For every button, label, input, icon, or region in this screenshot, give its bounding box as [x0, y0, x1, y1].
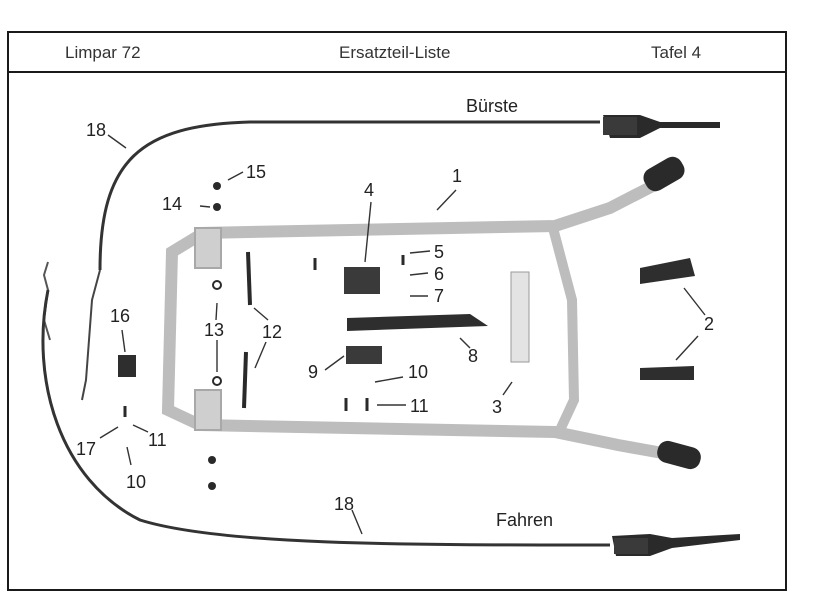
callout-12: 12 [262, 322, 282, 342]
grip-bottom [657, 440, 701, 470]
handle-frame [161, 172, 674, 460]
callout-2: 2 [704, 314, 714, 334]
hardware-parts [118, 182, 530, 490]
callout-labels: 1 2 3 4 5 6 7 8 9 10 10 11 11 12 13 14 1… [76, 120, 714, 514]
callout-17: 17 [76, 439, 96, 459]
callout-8: 8 [468, 346, 478, 366]
spare-grips [640, 258, 695, 380]
drive-cable-caption: Fahren [496, 510, 553, 530]
callout-3: 3 [492, 397, 502, 417]
callout-18-top: 18 [86, 120, 106, 140]
drive-cable [41, 289, 740, 556]
callout-7: 7 [434, 286, 444, 306]
model-name: Limpar 72 [65, 43, 141, 62]
callout-10-center: 10 [408, 362, 428, 382]
callout-4: 4 [364, 180, 374, 200]
callout-11-center: 11 [410, 396, 429, 416]
callout-14: 14 [162, 194, 182, 214]
brush-cable-caption: Bürste [466, 96, 518, 116]
callout-18-bottom: 18 [334, 494, 354, 514]
callout-5: 5 [434, 242, 444, 262]
callout-13: 13 [204, 320, 224, 340]
callout-6: 6 [434, 264, 444, 284]
leader-lines [99, 134, 706, 535]
callout-1: 1 [452, 166, 462, 186]
sheet-header: Limpar 72 Ersatzteil-Liste Tafel 4 [9, 33, 785, 73]
sheet-title: Ersatzteil-Liste [339, 43, 451, 62]
grip-top [643, 156, 685, 192]
plate-number: Tafel 4 [651, 43, 702, 62]
callout-16: 16 [110, 306, 130, 326]
callout-9: 9 [308, 362, 318, 382]
brush-cable [42, 115, 720, 401]
callout-10-left: 10 [126, 472, 146, 492]
callout-11-left: 11 [148, 430, 167, 450]
callout-15: 15 [246, 162, 266, 182]
